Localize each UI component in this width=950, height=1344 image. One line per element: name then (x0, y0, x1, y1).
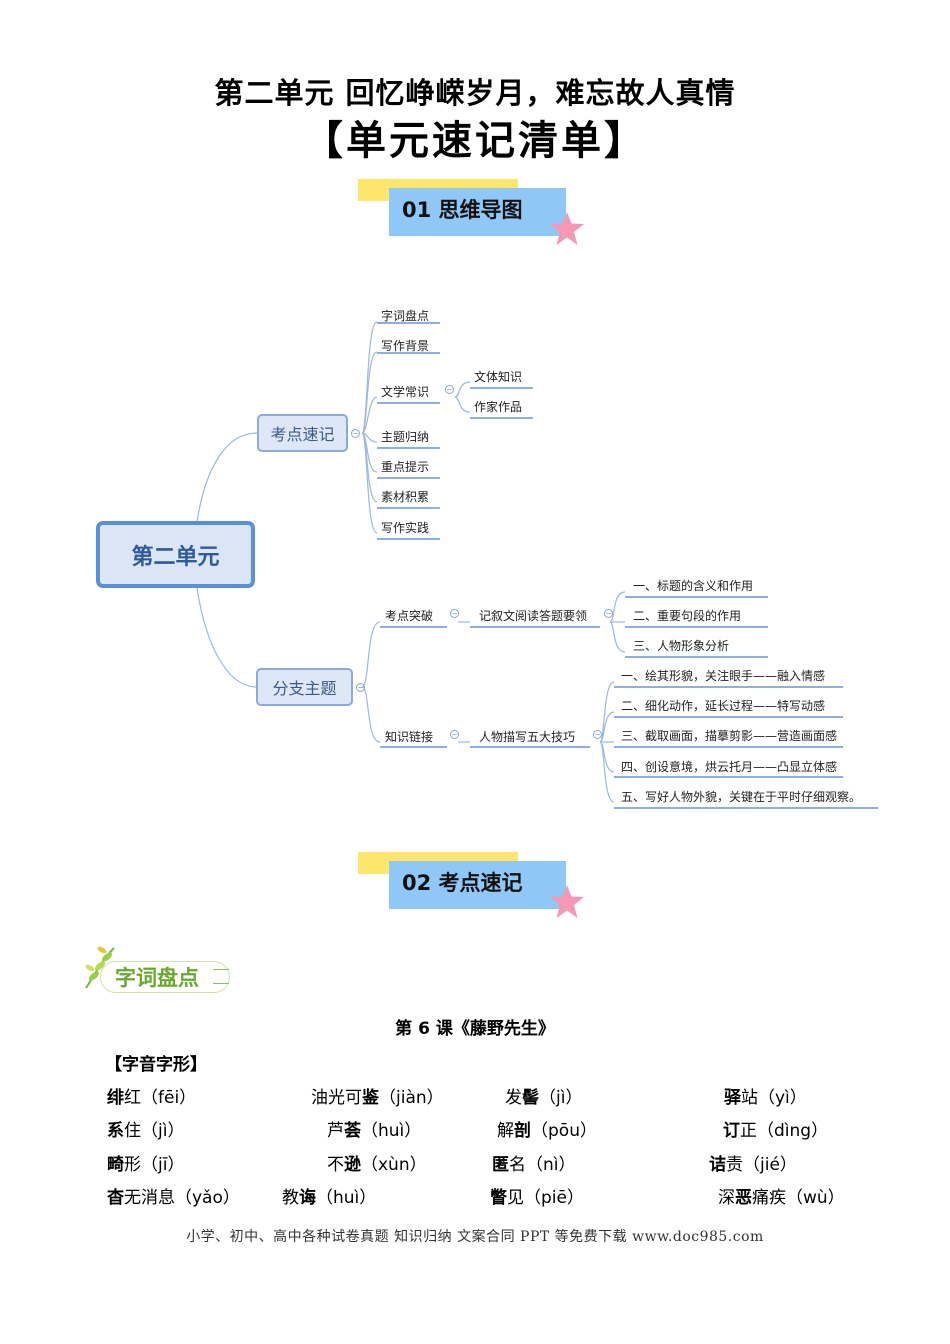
mindmap-leaf: 重点提示 (381, 460, 430, 474)
mindmap-leaf: 文体知识 (474, 370, 523, 384)
vocab-item: 芦荟（huì） (327, 1121, 422, 1141)
mindmap-leaf: 人物描写五大技巧 (479, 730, 576, 744)
mindmap-leaf: 知识链接 (385, 730, 434, 744)
badge-outline (100, 961, 230, 993)
mindmap-leaf: 四、创设意境，烘云托月——凸显立体感 (621, 760, 838, 774)
footer-text: 小学、初中、高中各种试卷真题 知识归纳 文案合同 PPT 等免费下载 www.d… (186, 1229, 764, 1245)
vocab-item: 订正（dìng） (723, 1121, 829, 1141)
collapse-icon[interactable]: − (593, 730, 602, 739)
vocab-item: 绯红（fēi） (107, 1088, 197, 1108)
section-banner (389, 861, 566, 909)
mindmap-leaf: 一、标题的含义和作用 (633, 579, 754, 593)
star-icon (550, 212, 584, 245)
mindmap-leaf: 素材积累 (381, 490, 430, 504)
mindmap-branch-fenzhi: 分支主题 (256, 668, 353, 706)
leaf-sprig-icon (85, 946, 115, 989)
collapse-icon[interactable]: − (450, 730, 459, 739)
collapse-icon[interactable]: − (445, 385, 454, 394)
vocab-item: 发髻（jì） (505, 1088, 583, 1108)
page-title: 第二单元 回忆峥嵘岁月，难忘故人真情 (214, 76, 736, 110)
section-banner (389, 188, 566, 236)
mindmap-leaf: 主题归纳 (381, 430, 430, 444)
mindmap-leaf: 五、写好人物外貌，关键在于平时仔细观察。 (621, 790, 862, 804)
vocab-item: 诘责（jié） (709, 1155, 797, 1175)
vocab-item: 驿站（yì） (724, 1088, 807, 1108)
mindmap-leaf: 写作实践 (381, 521, 430, 535)
collapse-icon[interactable]: − (351, 429, 360, 438)
vocab-item: 油光可鉴（jiàn） (311, 1088, 444, 1108)
vocab-item: 瞥见（piē） (490, 1188, 584, 1208)
badge-label: 字词盘点 (115, 966, 199, 990)
mindmap-root-node: 第二单元 (96, 521, 255, 588)
mindmap-leaf: 三、截取画面，描摹剪影——营造画面感 (621, 729, 838, 743)
vocab-item: 教诲（huì） (282, 1188, 377, 1208)
subheading-pronunciation: 【字音字形】 (105, 1055, 207, 1075)
mindmap-leaf: 作家作品 (474, 400, 523, 414)
lesson-title: 第 6 课《藤野先生》 (395, 1019, 555, 1039)
vocab-item: 匿名（nì） (492, 1155, 576, 1175)
mindmap-leaf: 记叙文阅读答题要领 (479, 609, 588, 623)
section-title-mindmap: 01 思维导图 (402, 198, 523, 222)
collapse-icon[interactable]: − (450, 609, 459, 618)
collapse-icon[interactable]: − (356, 683, 365, 692)
mindmap-leaf: 一、绘其形貌，关注眼手——融入情感 (621, 669, 826, 683)
section-title-kaodian: 02 考点速记 (402, 871, 523, 895)
vocab-item: 解剖（pōu） (497, 1121, 597, 1141)
vocab-item: 杳无消息（yǎo） (107, 1188, 240, 1208)
vocab-item: 畸形（jī） (107, 1155, 185, 1175)
vocab-item: 深恶痛疾（wù） (718, 1188, 845, 1208)
collapse-icon[interactable]: − (604, 609, 613, 618)
mindmap-leaf: 二、细化动作，延长过程——特写动感 (621, 699, 826, 713)
mindmap-leaf: 写作背景 (381, 339, 430, 353)
mindmap-branch-kaodian: 考点速记 (257, 414, 348, 452)
vocab-item: 系住（jì） (107, 1121, 185, 1141)
mindmap-leaf: 字词盘点 (381, 309, 430, 323)
star-icon (550, 885, 584, 918)
vocab-item: 不逊（xùn） (327, 1155, 427, 1175)
mindmap-leaf: 文学常识 (381, 385, 430, 399)
page-subtitle: 【单元速记清单】 (303, 117, 647, 164)
mindmap-leaf: 考点突破 (385, 609, 434, 623)
badge-lines (213, 969, 229, 984)
mindmap-leaf: 二、重要句段的作用 (633, 609, 742, 623)
mindmap-leaf: 三、人物形象分析 (633, 639, 730, 653)
